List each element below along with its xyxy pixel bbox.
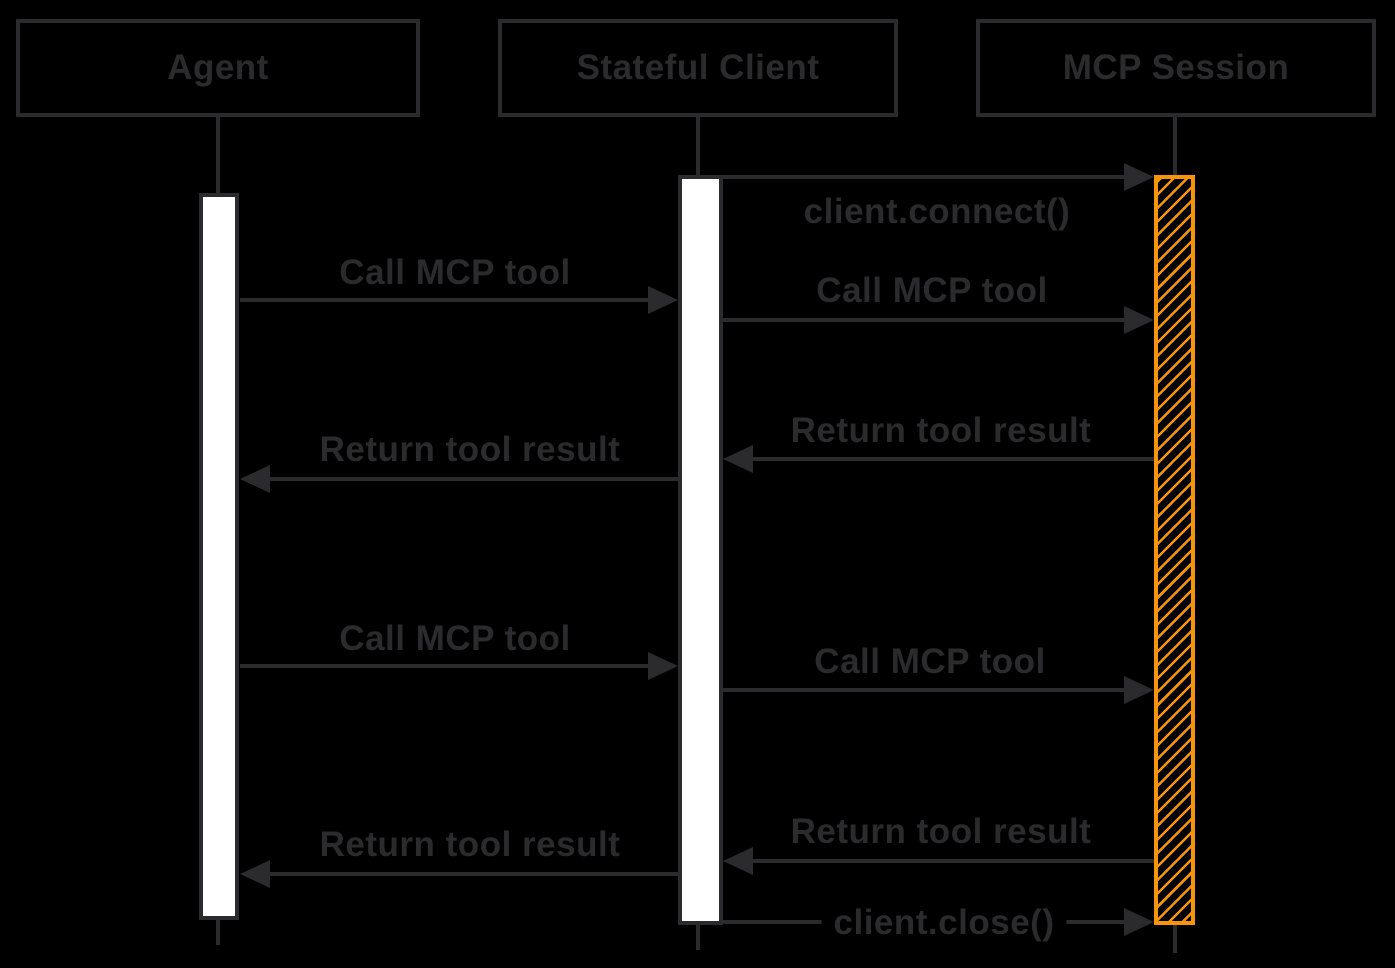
message-label-call-mcp-tool-1: Call MCP tool [339,253,571,292]
participant-box-agent: Agent [16,19,420,117]
arrowhead-right-icon [1124,908,1154,936]
lifeline-stateful-client-top [696,116,700,176]
arrowhead-left-icon [240,860,270,888]
arrowhead-right-icon [1124,163,1154,191]
message-line-return-tool-result-2 [268,477,678,481]
message-label-return-tool-result-4: Return tool result [319,825,621,864]
arrowhead-left-icon [723,445,753,473]
message-label-return-tool-result-1: Return tool result [790,411,1092,450]
participant-box-stateful-client: Stateful Client [498,19,898,117]
message-line-call-mcp-tool-4 [723,688,1126,692]
message-label-return-tool-result-3: Return tool result [790,812,1092,851]
lifeline-stateful-client-bottom [696,924,700,950]
participant-label-stateful-client: Stateful Client [576,48,820,87]
message-line-return-tool-result-4 [268,872,678,876]
message-label-call-mcp-tool-3: Call MCP tool [339,619,571,658]
lifeline-agent-bottom [216,919,220,945]
lifeline-mcp-session-bottom [1173,924,1177,953]
message-line-client-connect [723,175,1126,179]
arrowhead-right-icon [1124,306,1154,334]
arrowhead-right-icon [648,652,678,680]
message-line-call-mcp-tool-2 [723,318,1126,322]
activation-bar-mcp-session [1154,175,1195,925]
arrowhead-left-icon [240,465,270,493]
lifeline-mcp-session-top [1173,116,1177,176]
activation-bar-agent [199,193,239,920]
message-label-client-connect: client.connect() [803,192,1071,231]
message-label-return-tool-result-2: Return tool result [319,430,621,469]
message-line-return-tool-result-3 [751,859,1154,863]
message-line-return-tool-result-1 [751,457,1154,461]
arrowhead-right-icon [1124,676,1154,704]
participant-label-agent: Agent [167,48,269,87]
message-line-call-mcp-tool-1 [240,298,651,302]
activation-bar-stateful-client [678,175,723,925]
message-label-client-close: client.close() [821,903,1067,943]
participant-box-mcp-session: MCP Session [976,19,1376,117]
message-label-call-mcp-tool-4: Call MCP tool [814,642,1046,681]
message-label-call-mcp-tool-2: Call MCP tool [816,271,1048,310]
arrowhead-right-icon [648,286,678,314]
arrowhead-left-icon [723,847,753,875]
lifeline-agent-top [216,116,220,194]
message-line-call-mcp-tool-3 [240,664,651,668]
participant-label-mcp-session: MCP Session [1062,48,1290,87]
